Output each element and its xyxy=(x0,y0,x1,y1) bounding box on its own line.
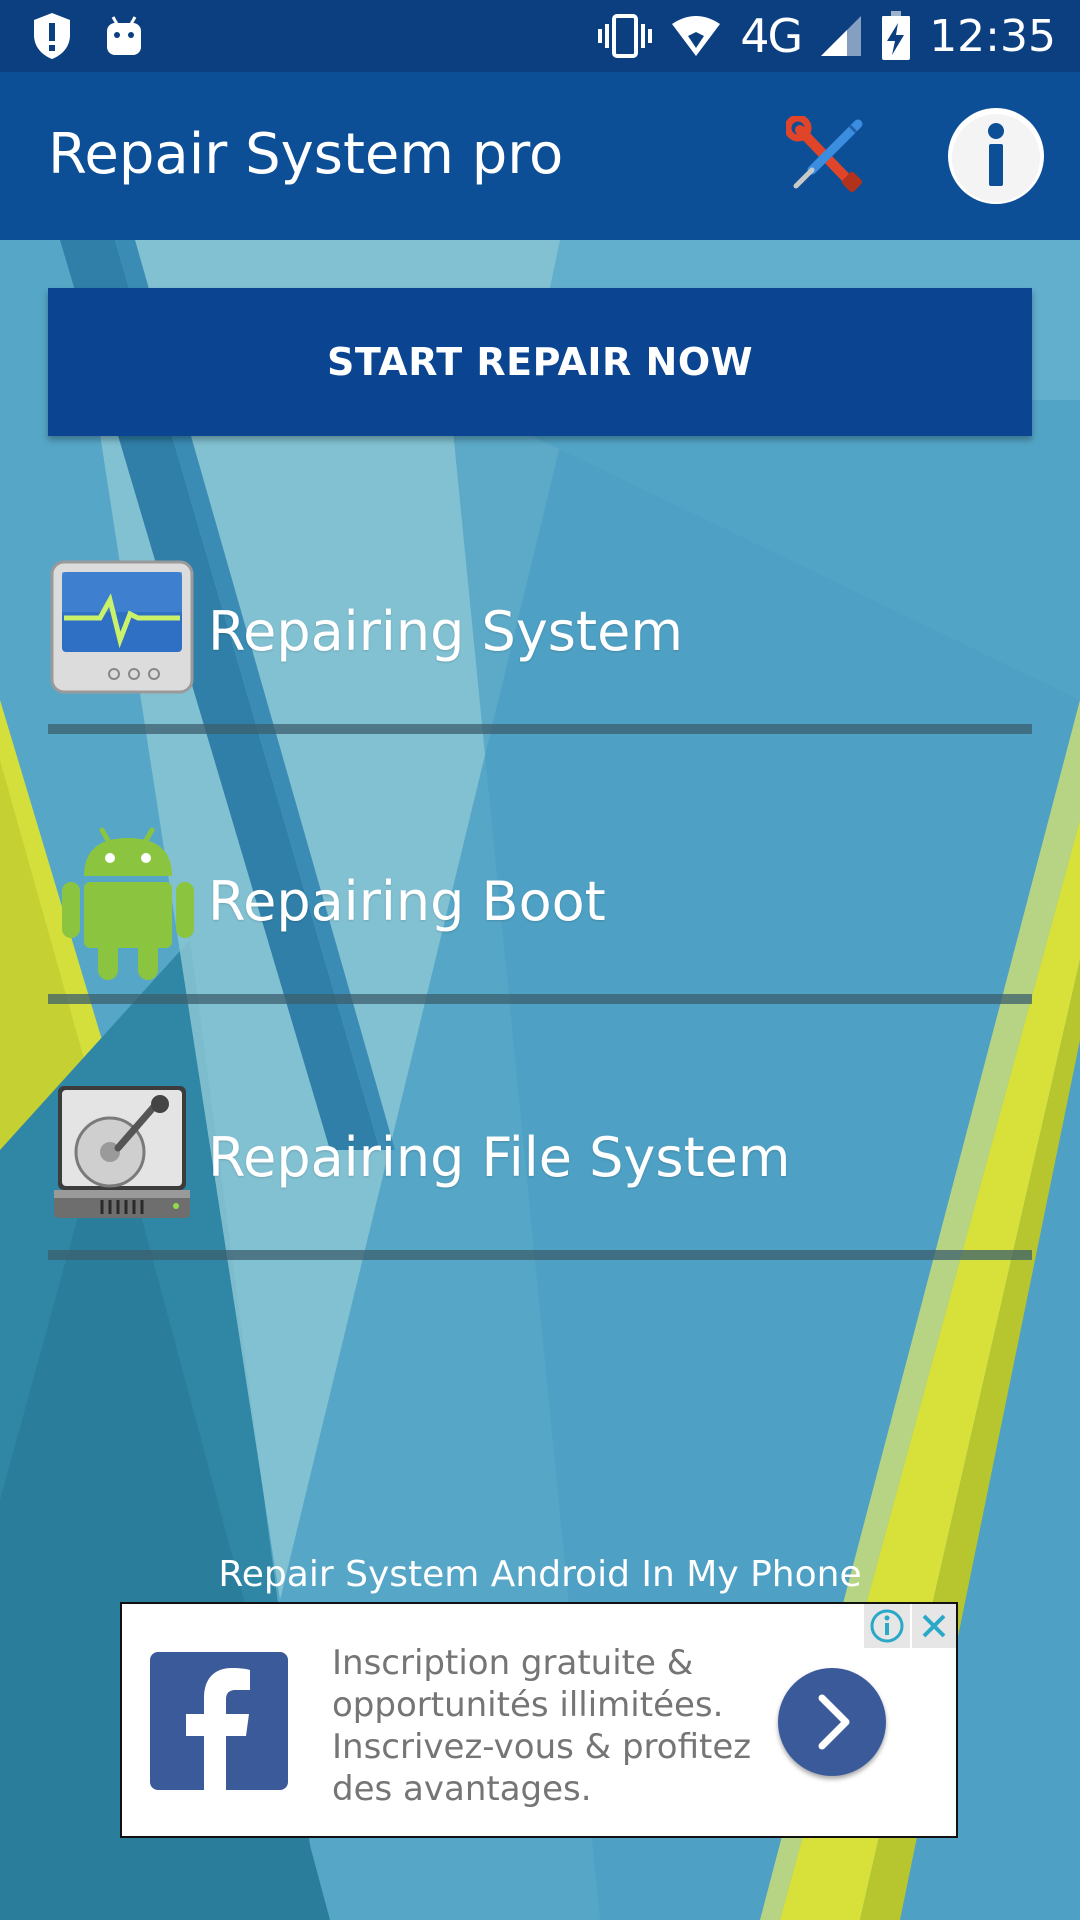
battery-charging-icon xyxy=(882,11,911,60)
info-icon xyxy=(948,108,1044,204)
android-robot-icon xyxy=(62,827,194,980)
ad-close-button[interactable] xyxy=(912,1604,956,1648)
app-bar: Repair System pro xyxy=(0,72,1080,240)
info-icon xyxy=(870,1609,904,1643)
monitor-pulse-icon xyxy=(50,560,194,694)
close-icon xyxy=(922,1614,946,1638)
ad-banner[interactable]: Inscription gratuite & opportunités illi… xyxy=(120,1602,958,1838)
ad-choices-button[interactable] xyxy=(864,1604,910,1648)
divider xyxy=(48,994,1032,1004)
divider xyxy=(48,1250,1032,1260)
ad-cta-button[interactable] xyxy=(778,1668,886,1776)
status-bar: 4G 12:35 xyxy=(0,0,1080,72)
facebook-f-icon xyxy=(186,1668,250,1790)
repair-item-file-system[interactable]: Repairing File System xyxy=(48,1082,1032,1282)
divider xyxy=(48,724,1032,734)
info-button[interactable] xyxy=(946,106,1046,206)
tools-button[interactable] xyxy=(784,114,866,196)
network-type: 4G xyxy=(740,9,803,63)
hard-drive-icon xyxy=(54,1086,190,1218)
repair-item-boot[interactable]: Repairing Boot xyxy=(48,826,1032,1026)
repair-item-system[interactable]: Repairing System xyxy=(48,556,1032,756)
wrench-screwdriver-icon xyxy=(784,114,863,193)
shield-alert-icon xyxy=(34,13,70,59)
vibrate-icon xyxy=(598,14,653,58)
ad-text: Inscription gratuite & opportunités illi… xyxy=(332,1643,752,1809)
clock: 12:35 xyxy=(929,10,1056,62)
app-title: Repair System pro xyxy=(48,122,564,187)
android-notification-icon xyxy=(107,16,141,55)
wifi-icon xyxy=(672,16,721,56)
signal-icon xyxy=(821,16,862,56)
repair-item-label: Repairing Boot xyxy=(208,870,606,933)
facebook-logo xyxy=(150,1652,288,1790)
start-repair-button[interactable]: START REPAIR NOW xyxy=(48,288,1032,436)
repair-item-label: Repairing File System xyxy=(208,1126,791,1189)
repair-item-label: Repairing System xyxy=(208,600,683,663)
chevron-right-icon xyxy=(818,1694,850,1750)
footer-caption: Repair System Android In My Phone xyxy=(218,1554,862,1595)
